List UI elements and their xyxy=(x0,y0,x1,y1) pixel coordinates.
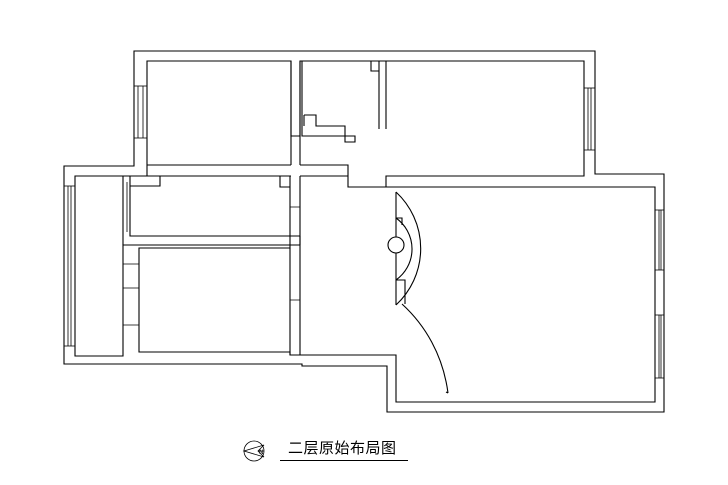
staircase-center-post xyxy=(387,236,405,254)
wall-middle-column xyxy=(301,61,356,143)
window-right-upper xyxy=(654,209,665,271)
wall-top-left-room-right xyxy=(290,61,301,136)
window-right-lower xyxy=(654,314,665,379)
wall-left-upper-room xyxy=(122,175,301,245)
diagram-caption: 二层原始布局图 xyxy=(288,439,397,457)
outer-wall-outline xyxy=(63,50,665,413)
wall-corridor-top xyxy=(147,136,386,188)
window-left xyxy=(63,185,76,347)
wall-top-right-room-left xyxy=(370,61,387,129)
svg-text:N: N xyxy=(259,449,264,456)
caption-underline xyxy=(280,460,408,461)
wall-left-room-partition xyxy=(289,235,301,355)
wall-partition-notches xyxy=(290,206,300,301)
window-top-right xyxy=(583,87,596,151)
wall-left-column-notches xyxy=(123,182,139,326)
north-arrow-icon: N xyxy=(242,440,265,462)
window-top-left xyxy=(133,85,148,139)
spiral-staircase xyxy=(387,191,449,394)
door-swing-arc xyxy=(401,303,449,394)
inner-wall-outline xyxy=(74,60,656,403)
